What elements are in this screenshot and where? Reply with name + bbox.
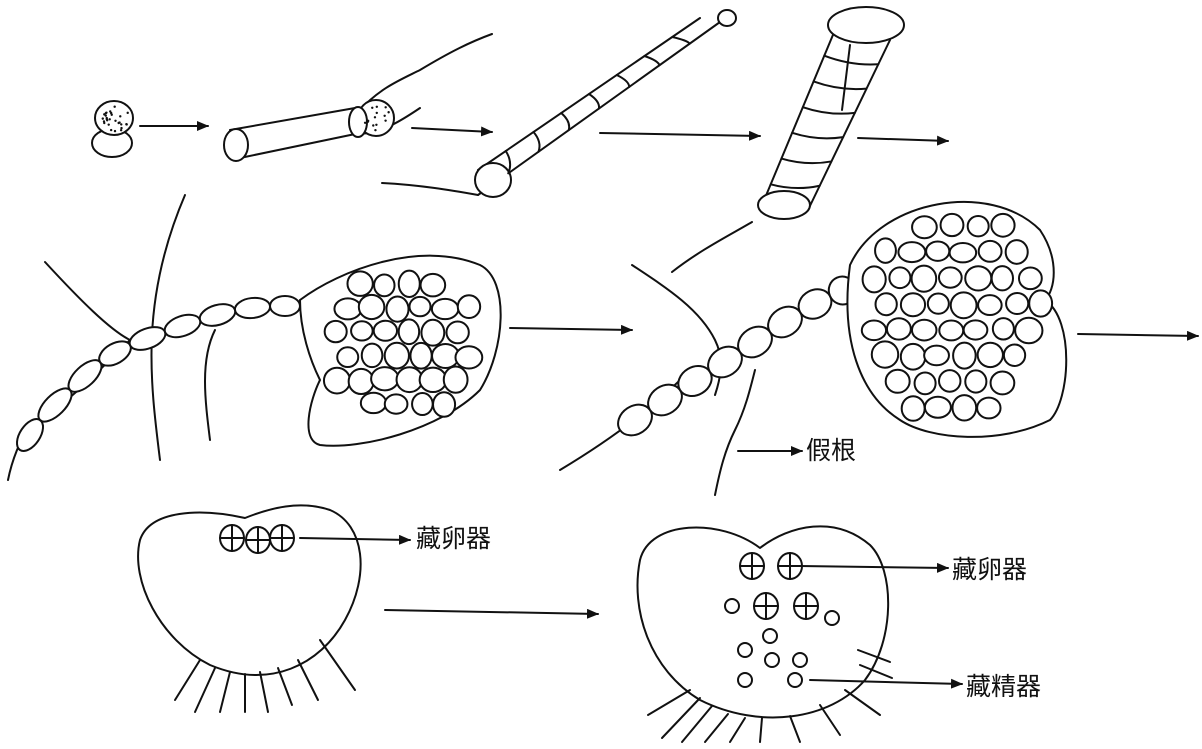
antheridium-label: 藏精器 (966, 674, 1041, 699)
arrow-2 (412, 128, 492, 132)
archegonium-pointer-2 (800, 566, 948, 568)
arrow-7 (385, 610, 598, 614)
arrow-3 (600, 133, 760, 136)
archegonium-label-1: 藏卵器 (416, 526, 491, 551)
arrow-6 (1078, 334, 1198, 336)
mature-prothallus-antheridia (638, 526, 893, 742)
mature-prothallus-archegonia (138, 505, 361, 712)
rhizoid-label: 假根 (806, 438, 856, 463)
spore-stage (92, 101, 133, 157)
arrow-4 (858, 138, 948, 141)
antheridium-pointer (810, 680, 962, 684)
arrow-5 (510, 328, 632, 330)
spatulate-prothallus-stage (8, 195, 501, 480)
filament-rhizoid-stage (672, 7, 904, 272)
archegonium-label-2: 藏卵器 (952, 557, 1027, 582)
germinating-spore-stage (224, 34, 492, 161)
filament-stage (382, 10, 736, 197)
archegonium-pointer-1 (300, 538, 410, 540)
